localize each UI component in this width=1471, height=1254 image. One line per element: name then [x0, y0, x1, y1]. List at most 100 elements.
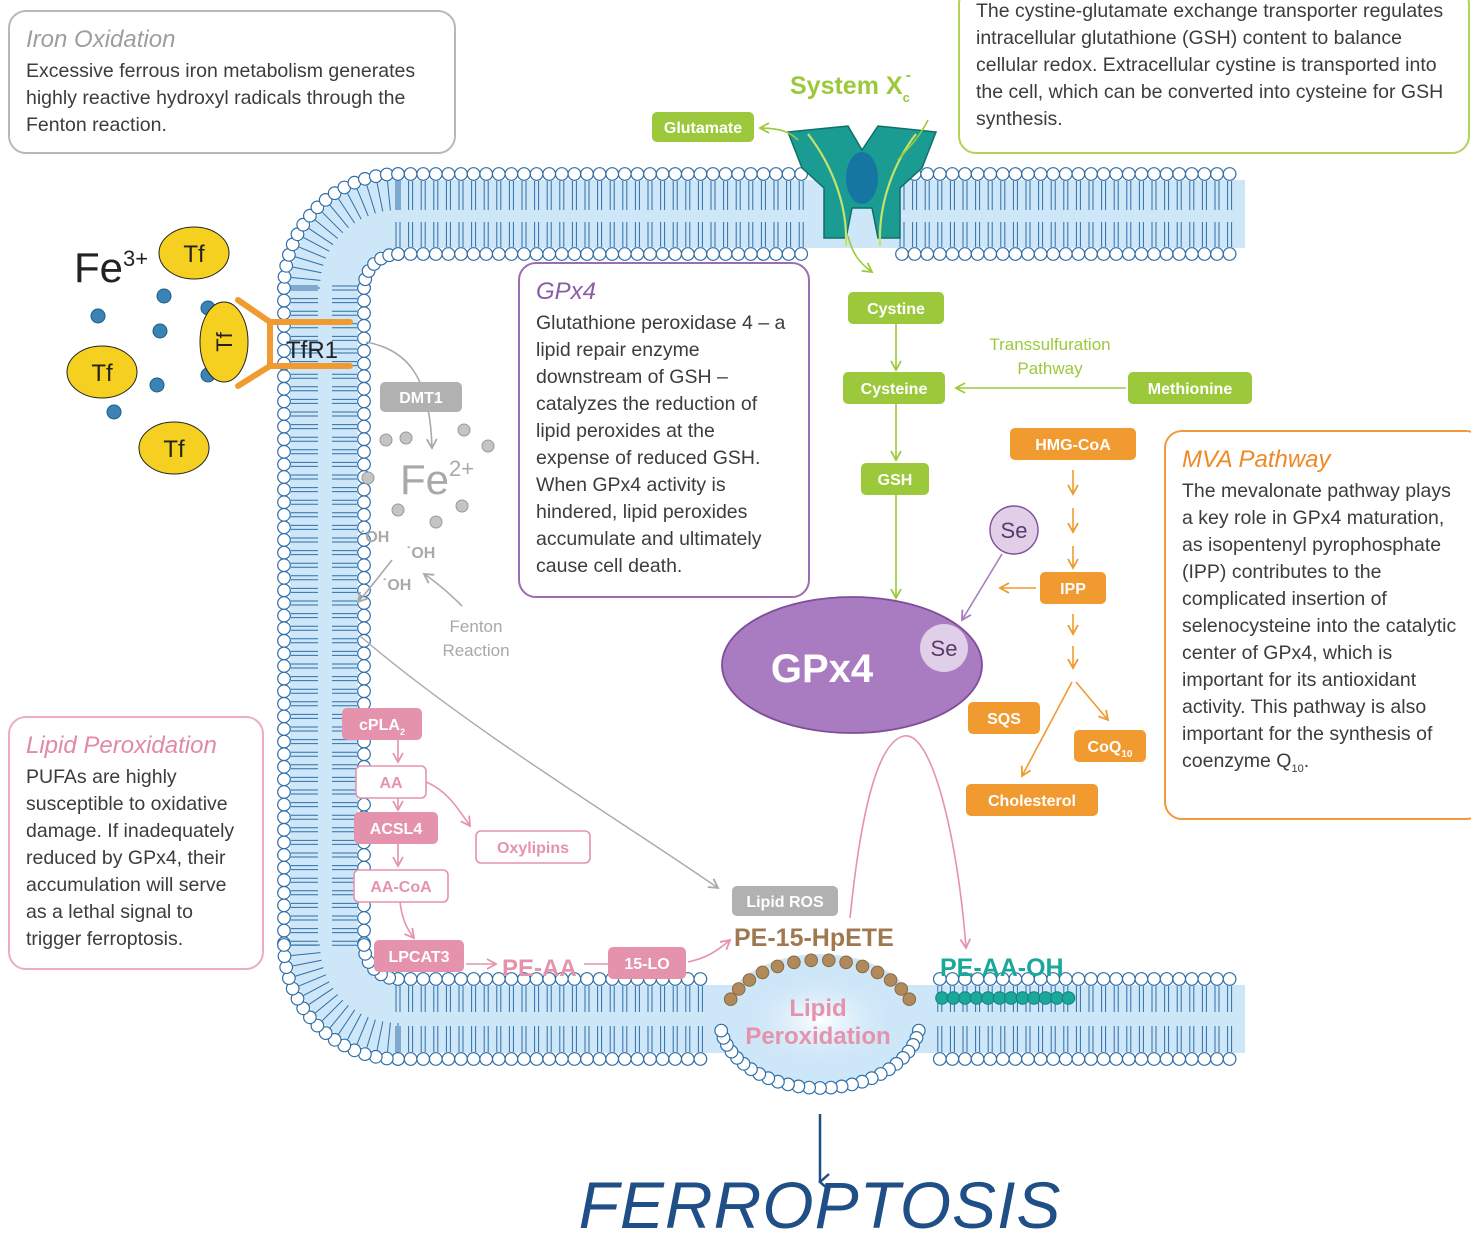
lipid-head: [1121, 1052, 1136, 1066]
lipid-head: [277, 923, 291, 938]
lipid-head: [277, 293, 291, 308]
lipid-head: [567, 247, 582, 261]
lipid-head: [580, 247, 594, 261]
ferroptosis-title: FERROPTOSIS: [578, 1168, 1062, 1242]
mva-box-body: The mevalonate pathway plays a key role …: [1182, 480, 1457, 775]
lipid-head: [479, 972, 494, 986]
fenton-label-2: Reaction: [442, 641, 509, 660]
pe-aa-oh-label: PE-AA-OH: [940, 954, 1064, 982]
lipid-head: [542, 247, 557, 261]
lipid-head: [357, 432, 371, 447]
lipid-head: [504, 1052, 519, 1066]
reduced-lipid-head: [958, 991, 972, 1005]
lipid-head: [1210, 1052, 1224, 1066]
lipid-head: [357, 684, 371, 699]
peroxidized-lipid-head: [855, 959, 870, 974]
system-xc-transporter: [786, 125, 938, 247]
tf-label-bound: Tf: [212, 331, 237, 351]
lipid-head: [517, 1052, 531, 1066]
lipid-head: [1147, 247, 1161, 261]
lipid-head: [567, 167, 582, 181]
sqs-label: SQS: [987, 711, 1021, 728]
ferrous-ions: [361, 423, 495, 529]
lipid-head: [1021, 247, 1035, 261]
lipid-head: [1084, 167, 1098, 181]
lipid-head: [277, 495, 291, 510]
lipid-head: [277, 545, 291, 560]
reduced-lipid-head: [935, 991, 949, 1005]
lipid-head: [441, 1052, 456, 1066]
lipid-head: [605, 247, 620, 261]
lipid-head: [554, 1052, 569, 1066]
system-xc-label: System Xc-: [790, 67, 911, 105]
lipid-head: [454, 247, 468, 261]
lipid-tail: [347, 1013, 362, 1040]
transsulfuration-label-1: Transsulfuration: [989, 335, 1110, 354]
lipid-head: [605, 1052, 620, 1066]
lipid-head: [357, 848, 371, 862]
lipid-head: [277, 873, 291, 888]
lipid-tail: [295, 256, 324, 266]
lipid-head: [479, 167, 494, 181]
lipid-head: [995, 247, 1010, 261]
lipid-head: [277, 810, 291, 825]
lipid-head: [357, 659, 371, 673]
lipid-head: [1058, 1052, 1073, 1066]
lipid-head: [592, 972, 607, 986]
lipid-head: [580, 1052, 594, 1066]
lipid-head: [277, 533, 291, 547]
lipid-head: [277, 520, 291, 535]
gsh-label: GSH: [878, 472, 913, 489]
lipid-head: [277, 419, 291, 434]
lipid-head: [479, 247, 494, 261]
lipid-head: [655, 247, 670, 261]
lipid-head: [693, 247, 708, 261]
lipid-head: [693, 972, 708, 986]
lipid-tail: [298, 246, 327, 259]
lipid-head: [357, 923, 371, 938]
lipid-head: [357, 570, 371, 585]
lipid-head: [1008, 167, 1023, 181]
lipid-head: [357, 293, 371, 308]
peroxidized-lipid-head: [883, 973, 898, 987]
lipid-tail: [314, 994, 339, 1014]
lipid-head: [428, 167, 443, 181]
lipid-head: [277, 482, 291, 497]
lipid-head: [706, 167, 720, 181]
lipid-head: [1222, 972, 1237, 986]
system-xc-body: The cystine-glutamate exchange transport…: [976, 0, 1444, 130]
15-lo-label: 15-LO: [624, 956, 669, 973]
gpx4-enzyme-label: GPx4: [771, 647, 874, 691]
lipid-head: [504, 247, 519, 261]
lipid-head: [1096, 247, 1111, 261]
lipid-head: [277, 507, 291, 522]
cysteine-label: Cysteine: [861, 381, 928, 398]
iron-oxidation-box: Iron Oxidation Excessive ferrous iron me…: [8, 10, 456, 154]
lipid-head: [357, 381, 371, 396]
lipid-head: [714, 1023, 729, 1038]
peroxidized-lipid-head: [731, 982, 746, 996]
lipid-head: [454, 972, 468, 986]
lipid-tail: [338, 1009, 356, 1035]
lipid-head: [466, 972, 481, 986]
lipid-head: [1184, 247, 1199, 261]
lipid-head: [1184, 1052, 1199, 1066]
glutamate-label: Glutamate: [664, 120, 742, 137]
lipid-tail: [308, 987, 334, 1005]
lipid-head: [1046, 167, 1061, 181]
lipid-head: [1046, 1052, 1061, 1066]
reduced-lipid-head: [1061, 991, 1076, 1005]
lipid-head: [277, 696, 291, 711]
lipid-head: [1210, 167, 1224, 181]
lipid-head: [277, 596, 291, 610]
lipid-head: [731, 167, 746, 181]
lipid-head: [277, 633, 291, 648]
lipid-head: [907, 247, 922, 261]
lipid-head: [945, 247, 960, 261]
lipid-peroxidation-label-1: Lipid: [789, 995, 846, 1022]
lipid-head: [630, 1052, 645, 1066]
lipid-head: [391, 167, 405, 181]
aa-coa-label: AA-CoA: [370, 879, 432, 896]
lipid-tail: [387, 181, 391, 211]
